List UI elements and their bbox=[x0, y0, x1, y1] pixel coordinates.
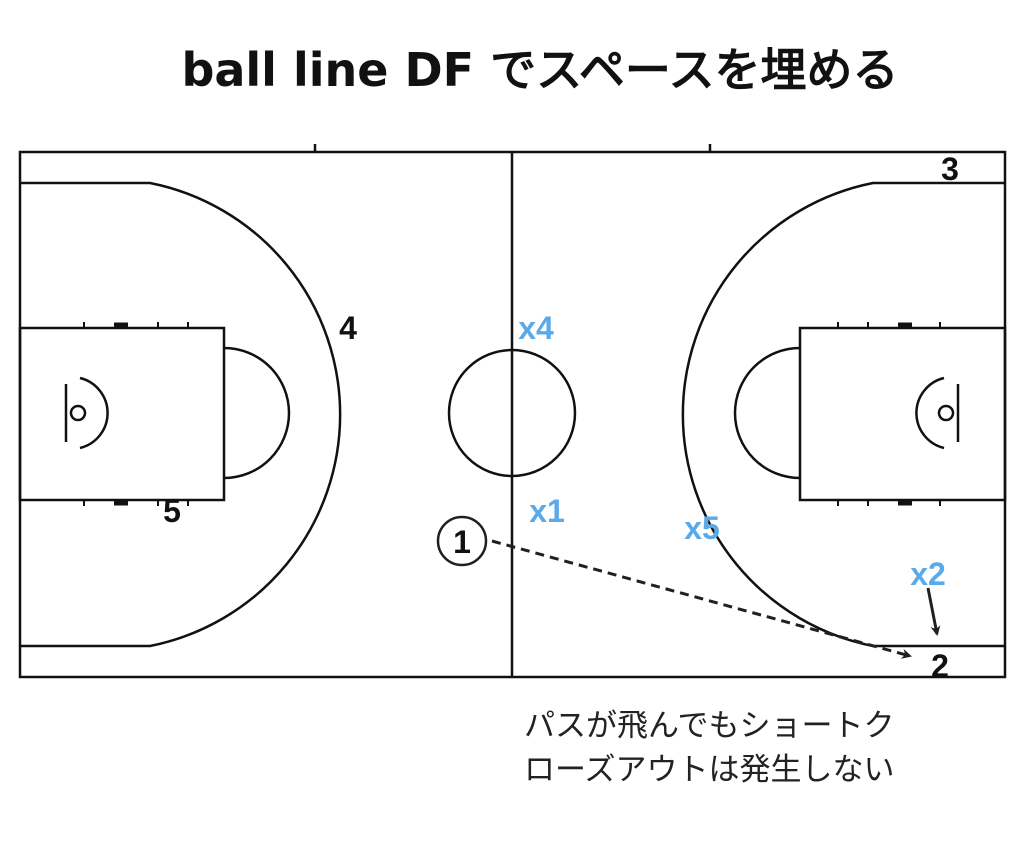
defender-x1: x1 bbox=[529, 493, 565, 529]
center-circle bbox=[447, 348, 577, 478]
defender-x2: x2 bbox=[910, 556, 946, 592]
pass-arrow bbox=[491, 539, 912, 659]
player-2: 2 bbox=[931, 648, 949, 684]
caption-line-1: パスが飛んでもショートク bbox=[524, 708, 895, 744]
ball-handler-circle bbox=[436, 515, 488, 567]
three-point-line-right bbox=[681, 181, 1005, 648]
defender-x4: x4 bbox=[518, 310, 554, 346]
diagram-title: ball line DF でスペースを埋める bbox=[181, 43, 899, 97]
caption-line-2: ローズアウトは発生しない bbox=[524, 752, 895, 788]
rim-right bbox=[937, 404, 955, 422]
defender-x5: x5 bbox=[684, 510, 720, 546]
three-point-line-left bbox=[20, 181, 342, 648]
key-left bbox=[18, 326, 226, 502]
rim-left bbox=[69, 404, 87, 422]
player-4: 4 bbox=[339, 310, 357, 346]
player-1: 1 bbox=[453, 524, 471, 560]
free-throw-arc-right bbox=[733, 346, 801, 480]
x2-move-arrow bbox=[926, 587, 941, 636]
player-3: 3 bbox=[941, 151, 959, 187]
free-throw-arc-left bbox=[223, 346, 291, 480]
key-right bbox=[798, 326, 1007, 502]
player-5: 5 bbox=[163, 493, 181, 529]
